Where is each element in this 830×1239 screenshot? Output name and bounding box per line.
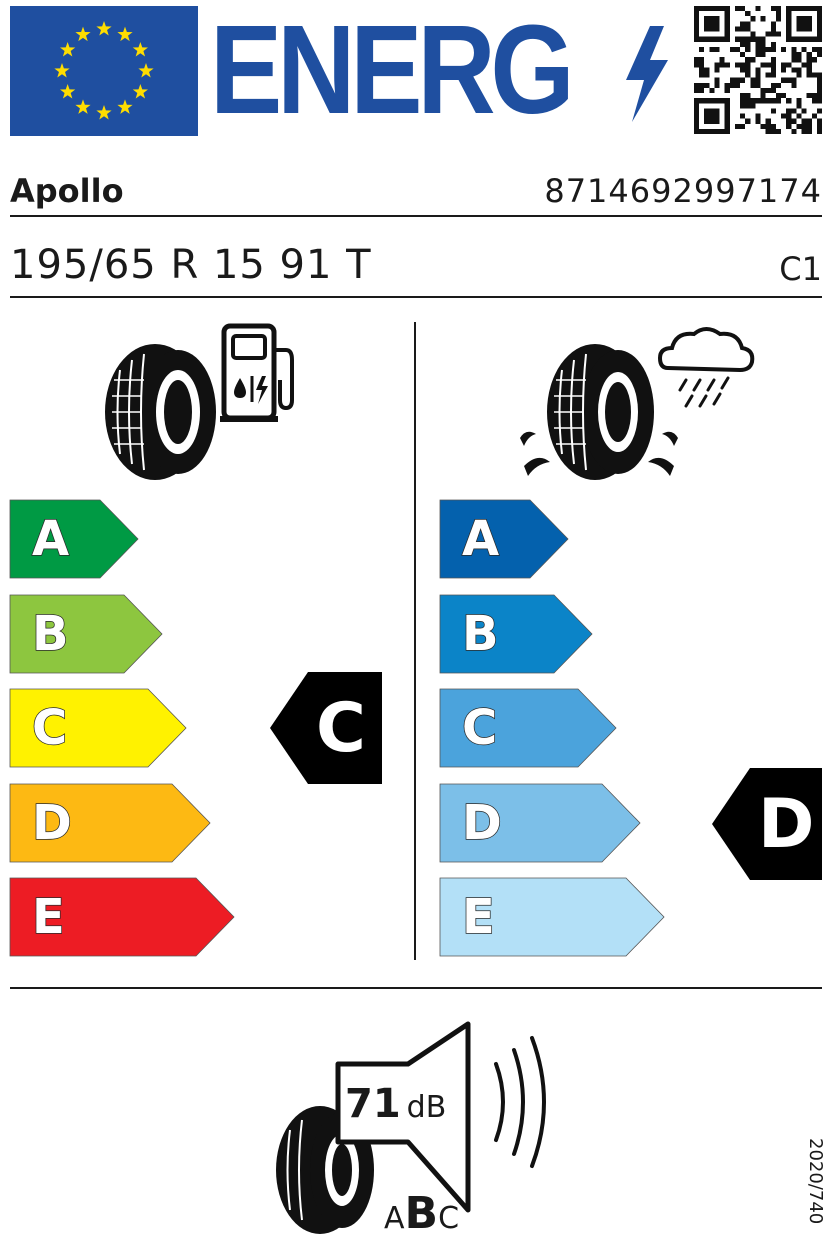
ean-code: 8714692997174 — [544, 172, 822, 210]
rain-tyre-icon — [520, 327, 755, 480]
bolt-icon — [626, 26, 668, 122]
eu-star-icon — [138, 63, 154, 78]
noise-class-c: C — [438, 1201, 460, 1236]
fuel_efficiency-bar-letter: B — [31, 605, 69, 663]
wet_grip-bar-letter: B — [461, 605, 499, 663]
qr-code-icon — [694, 6, 822, 134]
noise-db-value: 71 — [345, 1081, 401, 1127]
divider — [10, 987, 822, 989]
wet-grip-rating-arrow: D — [712, 768, 822, 880]
wet_grip-bar-b: B — [439, 594, 593, 674]
fuel_efficiency-bar-letter: D — [31, 794, 72, 852]
eu-star-icon — [75, 26, 91, 42]
eu-star-icon — [60, 84, 76, 99]
wet_grip-bar-letter: E — [461, 888, 495, 946]
fuel_efficiency-bar-e: E — [9, 877, 235, 957]
wet_grip-bar-letter: D — [461, 794, 502, 852]
wet_grip-bar-d: D — [439, 783, 641, 863]
tyre-size: 195/65 R 15 91 T — [10, 242, 372, 288]
fuel_efficiency-bar-letter: A — [31, 510, 70, 568]
speaker-tyre-icon — [276, 1021, 546, 1234]
eu-star-icon — [96, 105, 112, 120]
fuel-pump-tyre-icon — [105, 323, 294, 480]
noise-class-selected: B — [404, 1188, 439, 1239]
fuel_efficiency-bar-letter: C — [31, 699, 68, 757]
eu-star-icon — [60, 42, 76, 57]
tyre-class: C1 — [779, 250, 822, 288]
wet-grip-rating: D — [758, 784, 815, 864]
wet_grip-bar-letter: A — [461, 510, 500, 568]
energy-title: ENERG — [210, 0, 575, 140]
eu-star-icon — [117, 99, 133, 114]
column-divider — [414, 322, 416, 960]
wet_grip-bar-e: E — [439, 877, 665, 957]
eu-star-icon — [75, 99, 91, 114]
wet_grip-bar-c: C — [439, 688, 617, 768]
supplier-name: Apollo — [10, 172, 124, 210]
wet_grip-bar-letter: C — [461, 699, 498, 757]
fuel_efficiency-bar-c: C — [9, 688, 187, 768]
fuel_efficiency-bar-d: D — [9, 783, 211, 863]
eu-star-icon — [117, 26, 133, 42]
wet_grip-bar-a: A — [439, 499, 569, 579]
fuel-efficiency-rating-arrow: C — [270, 672, 382, 784]
fuel_efficiency-bar-b: B — [9, 594, 163, 674]
regulation-number: 2020/740 — [805, 1138, 826, 1225]
divider — [10, 215, 822, 217]
fuel_efficiency-bar-a: A — [9, 499, 139, 579]
noise-class: A B C — [384, 1190, 459, 1236]
divider — [10, 296, 822, 298]
eu-flag-icon — [10, 6, 198, 136]
fuel_efficiency-bar-letter: E — [31, 888, 65, 946]
eu-star-icon — [54, 63, 70, 78]
eu-star-icon — [96, 21, 112, 36]
noise-class-a: A — [384, 1201, 405, 1236]
eu-star-icon — [132, 84, 148, 99]
fuel-efficiency-rating: C — [316, 688, 366, 768]
noise-unit: dB — [406, 1090, 447, 1125]
eu-star-icon — [132, 42, 148, 57]
